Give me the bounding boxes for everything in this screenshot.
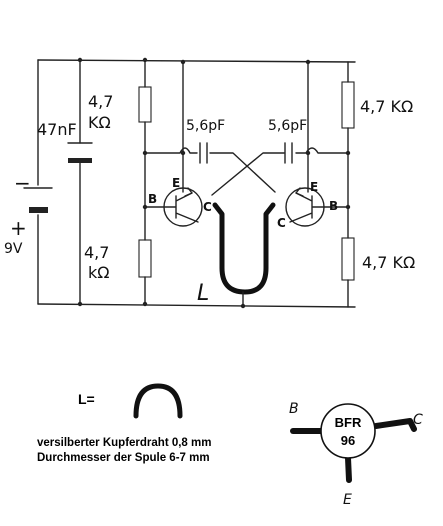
right-cap-wire <box>211 147 349 196</box>
right-transistor <box>285 187 349 227</box>
pinout-collector-label: C <box>413 412 423 428</box>
label-right-emitter: E <box>310 180 318 194</box>
label-left-base: B <box>148 192 157 206</box>
bottom-rail <box>37 303 356 308</box>
label-cap-right: 5,6pF <box>268 118 307 134</box>
capacitor-left <box>199 142 208 164</box>
label-r-top-left-unit: KΩ <box>88 113 111 132</box>
label-r-top-right: 4,7 KΩ <box>360 97 413 116</box>
pinout-base-label: B <box>289 401 299 417</box>
label-r-bottom-left-unit: kΩ <box>88 263 110 282</box>
capacitor-right <box>284 142 293 164</box>
label-cap-left: 5,6pF <box>186 118 225 134</box>
junction-dots <box>77 57 351 309</box>
label-r-bottom-right: 4,7 KΩ <box>362 253 415 272</box>
label-right-collector: C <box>277 216 286 230</box>
left-cap-wire <box>144 147 276 193</box>
coil-l <box>212 202 276 295</box>
pinout-emitter-label: E <box>343 492 352 508</box>
label-cap-47nf: 47nF <box>37 120 77 139</box>
left-transistor <box>144 187 203 227</box>
right-resistor-column <box>341 61 355 308</box>
pinout-diagram: BFR 96 B C E <box>289 401 423 508</box>
left-resistor-column <box>138 59 152 305</box>
label-coil: L <box>197 281 209 306</box>
legend-line-1: versilberter Kupferdraht 0,8 mm <box>37 437 211 449</box>
pinout-part-line-2: 96 <box>341 433 355 448</box>
label-battery-minus: − <box>14 171 31 195</box>
label-r-bottom-left-value: 4,7 <box>84 243 109 262</box>
label-right-base: B <box>329 199 338 213</box>
label-left-emitter: E <box>172 176 180 190</box>
battery <box>23 187 53 213</box>
label-battery-plus: + <box>10 216 27 240</box>
label-r-top-left-value: 4,7 <box>88 92 113 111</box>
legend-line-2: Durchmesser der Spule 6-7 mm <box>37 452 210 464</box>
legend-coil-label: L= <box>78 391 95 407</box>
label-battery-voltage: 9V <box>4 241 23 257</box>
top-rail <box>37 59 356 63</box>
legend-coil-shape <box>133 383 183 419</box>
capacitor-47nf <box>67 59 93 305</box>
label-left-collector: C <box>203 200 212 214</box>
pinout-part-line-1: BFR <box>335 415 362 430</box>
